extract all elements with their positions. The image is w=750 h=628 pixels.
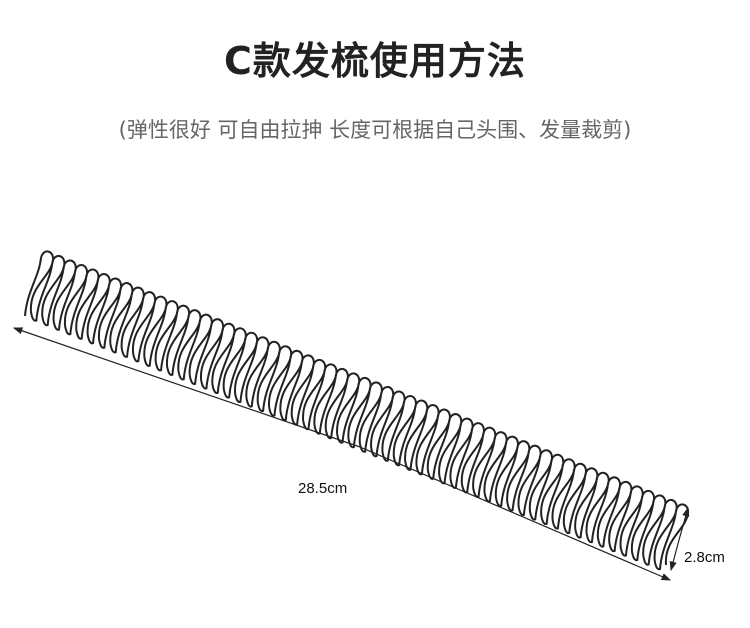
width-label: 2.8cm [684, 549, 725, 566]
spiral-comb [24, 250, 690, 571]
width-arrow [669, 539, 680, 572]
length-label: 28.5cm [298, 480, 348, 497]
length-arrow [12, 327, 361, 448]
usage-subtitle: (弹性很好 可自由拉抻 长度可根据自己头围、发量裁剪) [118, 118, 632, 142]
width-arrow [678, 506, 690, 541]
length-arrow [359, 446, 672, 581]
page-title: C款发梳使用方法 [224, 39, 526, 83]
